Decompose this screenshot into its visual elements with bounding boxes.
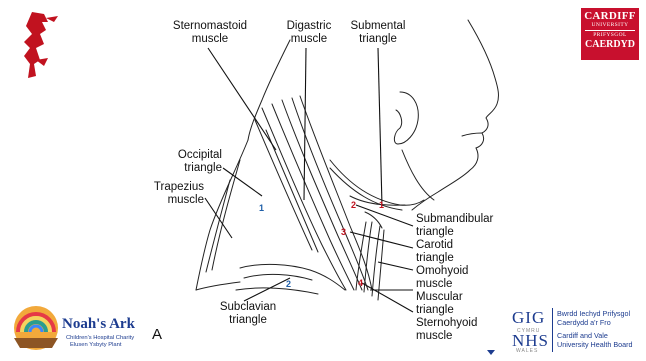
down-arrow-icon[interactable] [487, 350, 495, 355]
label-omohyoid-muscle: Omohyoid muscle [416, 265, 486, 291]
marker-carotid-3: 3 [341, 227, 346, 237]
noahs-ark-subtitle-1: Children's Hospital Charity [66, 335, 134, 341]
cardiff-logo-line2: UNIVERSITY [585, 22, 635, 31]
label-trapezius-muscle: Trapezius muscle [134, 181, 204, 207]
noahs-ark-subtitle-2: Elusen Ysbyty Plant [70, 342, 121, 348]
label-sternomastoid-muscle: Sternomastoid muscle [170, 20, 250, 46]
nhs-wales-logo: GIG CYMRU NHS WALES Bwrdd Iechyd Prifysg… [509, 305, 641, 355]
label-sternohyoid-muscle: Sternohyoid muscle [416, 317, 496, 343]
clavicle-outline [240, 264, 345, 290]
nhs-logo-text-3: Cardiff and Vale [557, 332, 608, 340]
cardiff-logo-line1: CARDIFF [581, 11, 639, 22]
marker-muscular-4: 4 [358, 278, 363, 288]
marker-occipital-1: 1 [259, 203, 264, 213]
label-muscular-triangle: Muscular triangle [416, 291, 486, 317]
nhs-logo-divider [552, 308, 553, 352]
panel-letter: A [152, 326, 162, 343]
label-subclavian-triangle: Subclavian triangle [208, 301, 288, 327]
label-carotid-triangle: Carotid triangle [416, 239, 486, 265]
nhs-logo-text-4: University Health Board [557, 341, 633, 349]
noahs-ark-title: Noah's Ark [62, 316, 135, 333]
nhs-logo-gig: GIG [512, 308, 545, 328]
cardiff-logo-line4: CAERDYD [581, 39, 639, 50]
mouth-line [462, 133, 482, 136]
face-profile-outline [412, 20, 498, 210]
marker-submental-1: 1 [379, 200, 384, 210]
label-submandibular-triangle: Submandibular triangle [416, 213, 506, 239]
nhs-logo-wales: WALES [516, 348, 538, 354]
label-occipital-triangle: Occipital triangle [152, 149, 222, 175]
nhs-logo-text-1: Bwrdd Iechyd Prifysgol [557, 310, 630, 318]
cardiff-logo-line3: PRIFYSGOL [581, 32, 639, 39]
marker-subclavian-2: 2 [286, 279, 291, 289]
nhs-logo-text-2: Caerdydd a'r Fro [557, 319, 611, 327]
welsh-dragon-icon [24, 12, 58, 78]
label-submental-triangle: Submental triangle [343, 20, 413, 46]
ear-outline [394, 92, 418, 144]
marker-submandibular-2: 2 [351, 200, 356, 210]
noahs-ark-logo: Noah's Ark Children's Hospital Charity E… [8, 302, 148, 352]
cardiff-university-logo: CARDIFF UNIVERSITY PRIFYSGOL CAERDYD [581, 8, 639, 60]
label-digastric-muscle: Digastric muscle [279, 20, 339, 46]
jaw-line [402, 150, 434, 200]
